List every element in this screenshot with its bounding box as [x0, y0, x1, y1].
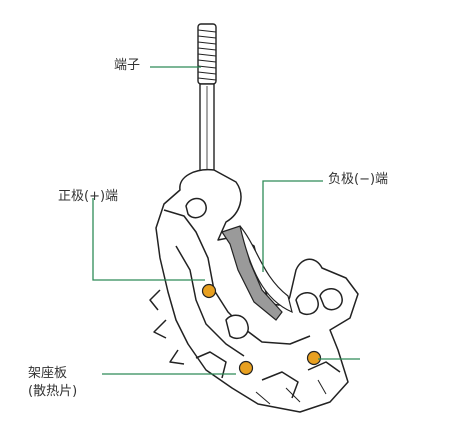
- negative-terminal-label: 负极(−)端: [328, 172, 389, 187]
- leader-positive: [92, 198, 205, 281]
- negative-arm: [221, 225, 293, 321]
- leader-negative: [262, 180, 323, 272]
- base-plate-label: 架座板: [28, 366, 68, 381]
- diode-right: [306, 350, 322, 366]
- diode-left: [201, 283, 217, 299]
- diode-bottom: [238, 360, 254, 376]
- diodes: [201, 283, 322, 376]
- terminal-label: 端子: [114, 58, 141, 73]
- leader-lines: [92, 66, 360, 375]
- terminal-rod: [197, 23, 217, 185]
- positive-terminal-label: 正极(+)端: [58, 189, 119, 204]
- heat-sink-label: (散热片): [28, 384, 78, 399]
